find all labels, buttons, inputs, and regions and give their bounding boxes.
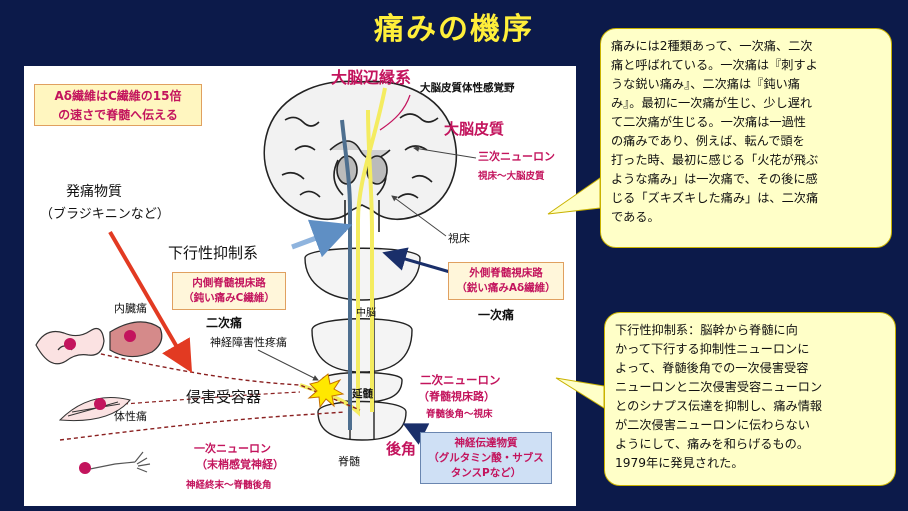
thalamus-label: 視床 — [448, 232, 470, 245]
first-range-label: 神経終末～脊髄後角 — [186, 480, 272, 491]
neurotransmitter-line2: （グルタミン酸・サブス — [428, 452, 544, 464]
medial-pathway-line — [366, 109, 374, 412]
pain-spark — [307, 373, 345, 409]
lateral-tract-arrow — [382, 247, 451, 274]
pain-types-line: み』。最初に一次痛が生じ、少し遅れ — [611, 96, 813, 110]
page-title: 痛みの機序 — [374, 12, 534, 47]
primary-pain-label: 一次痛 — [478, 308, 515, 322]
descending-callout: 下行性抑制系：脳幹から脊髄に向 かって下行する抑制性ニューロンに よって、脊髄後… — [604, 312, 896, 486]
third-neuron-line — [379, 94, 411, 131]
limbic-label: 大脳辺縁系 — [331, 68, 412, 87]
descending-line: 下行性抑制系：脳幹から脊髄に向 — [615, 323, 798, 337]
nerve-line-mid — [109, 391, 301, 406]
visceral-pain-label: 内臓痛 — [114, 302, 147, 315]
pain-types-line: である。 — [611, 210, 660, 224]
fiber-speed-box: Aδ繊維はC繊維の15倍 の速さで脊髄へ伝える — [34, 84, 202, 126]
medial-tract-box: 内側脊髄視床路 （鈍い痛みC繊維） — [172, 272, 286, 310]
liver-illustration — [109, 321, 163, 358]
algogen-arrow — [108, 230, 193, 373]
lateral-tract-line1: 外側脊髄視床路 — [469, 267, 543, 279]
nociceptor-label: 侵害受容器 — [186, 388, 262, 406]
second-range-label: 脊髄後角～視床 — [426, 409, 493, 420]
pain-types-line: うな鋭い痛み』、二次痛は『鈍い痛 — [611, 77, 800, 91]
brainstem — [304, 247, 421, 441]
algogen-label: 発痛物質 — [66, 184, 122, 200]
medial-tract-line2: （鈍い痛みC繊維） — [183, 292, 275, 304]
third-neuron-label: 三次ニューロン — [478, 150, 555, 163]
spinal-cord-label: 脊髄 — [338, 455, 360, 468]
neurotransmitter-line3: タンスPなど） — [450, 467, 522, 479]
dorsal-horn-label: 後角 — [386, 440, 417, 458]
descending-pathway-line — [340, 119, 352, 430]
pain-types-line: 痛みには2種類あって、一次痛、二次 — [611, 39, 813, 53]
pain-burst-icons — [64, 330, 136, 474]
pain-types-line: じる「ズキズキした痛み」は、二次痛 — [611, 191, 819, 205]
pain-types-line: 痛と呼ばれている。一次痛は『刺すよ — [611, 58, 818, 72]
fiber-speed-line1: Aδ繊維はC繊維の15倍 — [54, 89, 182, 103]
cortex-label: 大脳皮質 — [444, 120, 505, 138]
callout-tail-bottom — [555, 377, 605, 409]
neuropathic-pointer — [257, 349, 319, 381]
neuropathic-pain-label: 神経障害性疼痛 — [210, 336, 287, 349]
medulla-label: 延髄 — [352, 388, 373, 400]
thalamus-pointer — [391, 195, 447, 237]
lateral-tract-box: 外側脊髄視床路 （鋭い痛みAδ繊維） — [448, 262, 564, 300]
descending-line: よって、脊髄後角での一次侵害受容 — [615, 361, 809, 375]
bradykinin-label: （ブラジキニンなど） — [40, 207, 170, 222]
hand-skeleton-illustration — [84, 451, 151, 473]
callout-tail-top — [547, 177, 601, 215]
third-neuron-range-label: 視床～大脳皮質 — [478, 171, 545, 182]
pain-types-line: 打った時、最初に感じる「火花が飛ぶ — [611, 153, 819, 167]
descending-line: 1979年に発見された。 — [615, 456, 744, 470]
descending-arrow — [291, 219, 353, 258]
fiber-speed-line2: の速さで脊髄へ伝える — [58, 108, 178, 122]
second-tract-label: （脊髄視床路） — [418, 390, 495, 403]
descending-line: かって下行する抑制性ニューロンに — [615, 342, 810, 356]
pain-types-line: ような痛み」は一次痛で、その後に感 — [611, 172, 818, 186]
neurotransmitter-box: 神経伝達物質 （グルタミン酸・サブス タンスPなど） — [420, 432, 552, 484]
descending-line: ニューロンと二次侵害受容ニューロン — [615, 380, 823, 394]
pain-types-line: の痛みであり、例えば、転んで頭を — [611, 134, 805, 148]
somatosensory-label: 大脳皮質体性感覚野 — [420, 82, 515, 94]
descending-line: が二次侵害ニューロンに伝わらない — [615, 418, 810, 432]
neurotransmitter-line1: 神経伝達物質 — [454, 437, 518, 449]
somatic-pain-label: 体性痛 — [114, 410, 147, 423]
secondary-pain-label: 二次痛 — [206, 316, 243, 330]
medial-tract-line1: 内側脊髄視床路 — [192, 277, 266, 289]
descending-line: ようにして、痛みを和らげるもの。 — [615, 437, 810, 451]
pain-types-callout: 痛みには2種類あって、一次痛、二次 痛と呼ばれている。一次痛は『刺すよ うな鋭い… — [600, 28, 892, 248]
nerve-line-lower — [59, 411, 346, 441]
second-neuron-label: 二次ニューロン — [420, 373, 501, 387]
descending-system-label: 下行性抑制系 — [168, 244, 259, 262]
midbrain-label: 中脳 — [356, 308, 376, 319]
lateral-tract-line2: （鋭い痛みAδ繊維） — [456, 282, 556, 294]
third-neuron-pointer — [413, 145, 477, 159]
first-nerve-label: （末梢感覚神経） — [196, 458, 284, 471]
descending-line: とのシナプス伝達を抑制し、痛み情報 — [615, 399, 823, 413]
pain-types-line: て二次痛が生じる。一次痛は一過性 — [611, 115, 806, 129]
first-neuron-label: 一次ニューロン — [194, 442, 271, 455]
